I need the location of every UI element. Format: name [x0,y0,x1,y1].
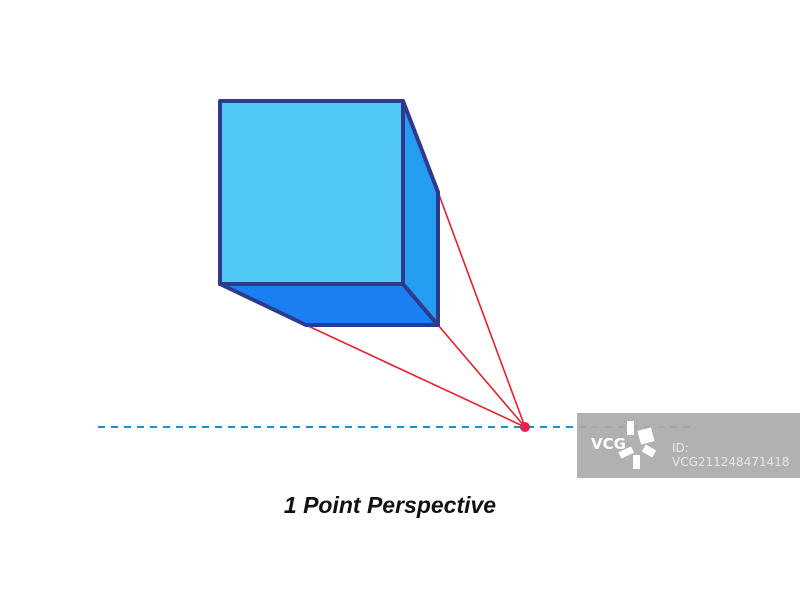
cube-front-face [218,99,405,286]
cube-bottom-face [218,282,440,327]
projection-line-bottom-left [305,324,526,428]
projection-line-bottom-right [437,324,526,428]
projection-lines [305,191,526,428]
watermark-id: ID: VCG211248471418 [672,441,790,469]
watermark: VCG ID: VCG211248471418 [577,413,800,478]
cube [218,99,440,327]
vanishing-point [520,422,530,432]
cube-right-face [401,99,440,327]
watermark-burst-icon [618,421,657,469]
watermark-logo: VCG [591,435,626,453]
projection-line-top-right [437,191,526,428]
diagram-caption: 1 Point Perspective [283,492,497,518]
